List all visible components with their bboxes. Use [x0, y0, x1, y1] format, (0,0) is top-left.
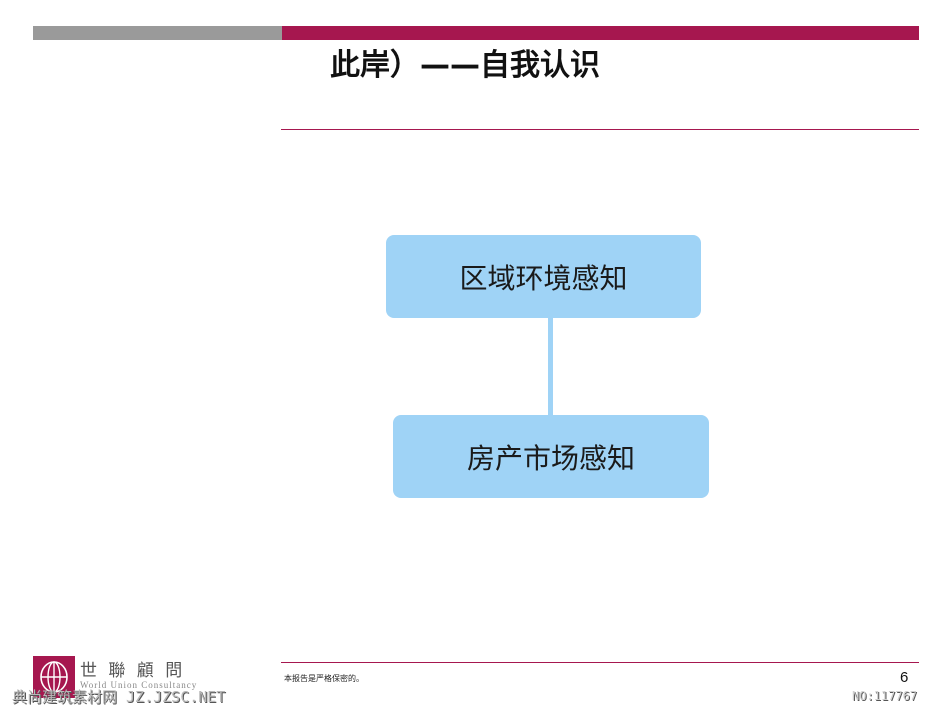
diagram-connector: [548, 318, 553, 415]
watermark-id: NO:117767: [852, 689, 918, 703]
diagram-node-label: 区域环境感知: [459, 261, 628, 295]
confidential-note: 本报告是严格保密的。: [284, 674, 364, 683]
diagram-node-property-market: 房产市场感知: [393, 415, 709, 498]
header-gray-bar: [33, 26, 282, 40]
title-divider: [281, 129, 919, 130]
company-logo-icon: [33, 656, 75, 698]
logo-english-name: World Union Consultancy: [80, 680, 198, 690]
slide-title: 此岸）——自我认识: [330, 48, 600, 83]
diagram-node-label: 房产市场感知: [466, 441, 635, 475]
logo-chinese-name: 世 聯 顧 問: [80, 661, 186, 681]
page-number: 6: [900, 669, 909, 686]
footer-divider: [281, 662, 919, 663]
diagram-node-region-environment: 区域环境感知: [386, 235, 701, 318]
watermark-site: 典尚建筑素材网 JZ.JZSC.NET: [12, 688, 226, 706]
header-accent-bar: [282, 26, 919, 40]
